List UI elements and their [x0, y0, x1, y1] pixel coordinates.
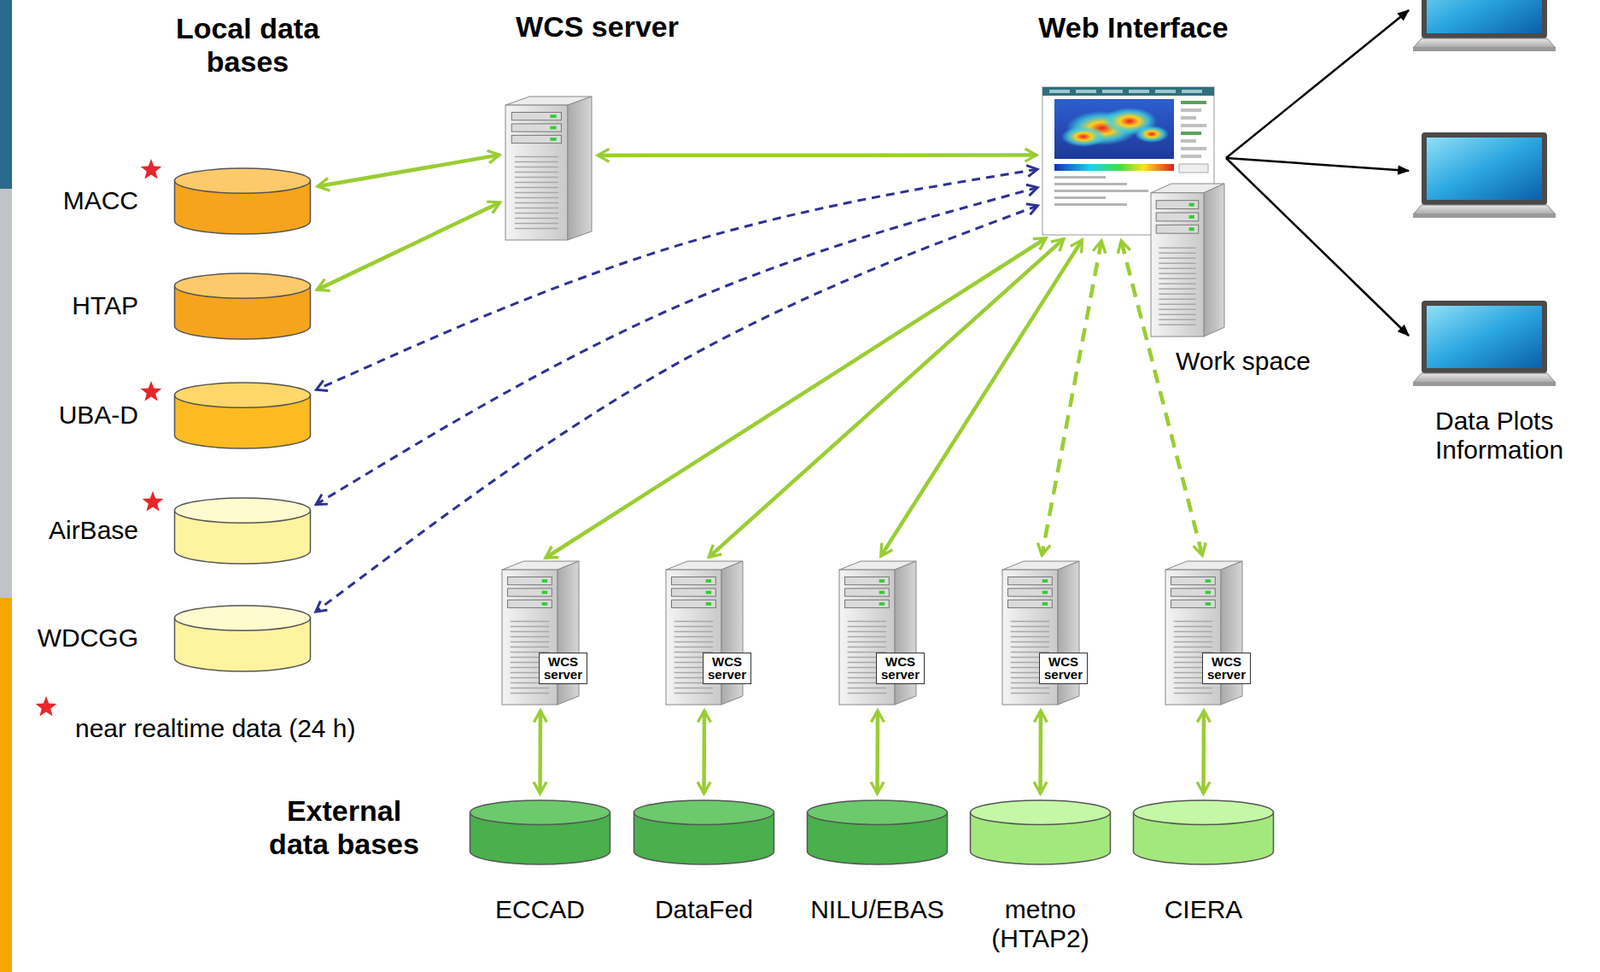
server-badge: WCS server [702, 652, 752, 685]
cyl-outline [468, 799, 612, 865]
side-bar [0, 597, 12, 972]
database-cylinder: CIERA [1132, 799, 1275, 865]
wcs-link [545, 238, 1046, 558]
wcs-link [537, 710, 543, 794]
node-label: AirBase [46, 515, 141, 545]
cyl-outline [173, 381, 312, 449]
dashed-link [315, 169, 1038, 390]
wcs-link [875, 710, 880, 794]
output-arrow [1226, 157, 1409, 336]
server-badge: WCS server [1039, 652, 1088, 685]
wcs-link [1041, 240, 1102, 555]
server-badge: WCS server [538, 652, 588, 685]
wcs-link [1038, 710, 1043, 794]
database-cylinder: ECCAD [468, 799, 612, 865]
realtime-star [140, 380, 163, 402]
wcs-link [316, 202, 500, 290]
laptop-icon [1413, 300, 1556, 386]
dashed-link [315, 205, 1039, 612]
column-heading: External data bases [255, 794, 434, 861]
laptop-icon [1413, 0, 1556, 52]
cyl-outline [1132, 799, 1275, 865]
side-bar [0, 0, 12, 189]
node-label: Work space [1173, 346, 1313, 376]
wcs-link [597, 152, 1037, 158]
output-arrow [1226, 10, 1409, 158]
side-bar [0, 188, 12, 598]
legend-text: near realtime data (24 h) [73, 713, 358, 743]
cyl-outline [632, 799, 776, 865]
wcs-link [701, 710, 707, 794]
wcs-server-icon: WCS server [505, 96, 592, 240]
section-heading: Web Interface [1036, 11, 1230, 45]
wcs-link [1201, 710, 1206, 794]
node-label: WDCGG [35, 623, 141, 653]
database-cylinder: HTAP [173, 272, 312, 339]
database-cylinder: MACC [173, 167, 312, 234]
output-note: Data Plots Information [1433, 406, 1565, 465]
server-outline [1150, 183, 1225, 337]
dashed-link [315, 187, 1038, 505]
node-label: CIERA [1162, 894, 1245, 924]
database-cylinder: UBA-D [173, 381, 312, 449]
realtime-star [140, 158, 163, 180]
node-label: NILU/EBAS [808, 894, 946, 924]
node-label: UBA-D [57, 400, 141, 430]
cyl-outline [805, 799, 949, 865]
wcs-server-icon: WCS server [839, 560, 917, 705]
cyl-outline [969, 799, 1112, 865]
cyl-outline [173, 496, 312, 564]
section-heading: WCS server [513, 10, 681, 44]
database-cylinder: DataFed [632, 799, 776, 865]
realtime-star [35, 695, 58, 717]
node-label: metno (HTAP2) [979, 894, 1103, 953]
cyl-outline [173, 272, 312, 339]
wcs-server-icon: WCS server [502, 560, 579, 705]
node-label: MACC [61, 186, 141, 216]
column-heading: Local data bases [158, 11, 338, 79]
node-label: ECCAD [493, 894, 587, 924]
workspace-server-icon: Work space [1150, 183, 1225, 337]
database-cylinder: AirBase [173, 496, 312, 564]
server-badge: WCS server [875, 652, 925, 685]
database-cylinder: metno (HTAP2) [969, 799, 1112, 865]
laptop-icon [1413, 132, 1556, 218]
wcs-server-icon: WCS server [665, 560, 743, 705]
wcs-link [317, 154, 500, 187]
server-badge: WCS server [1202, 652, 1251, 685]
node-label: DataFed [653, 894, 755, 924]
wcs-server-icon: WCS server [1002, 560, 1080, 705]
realtime-star [142, 490, 164, 512]
cyl-outline [173, 167, 312, 234]
wcs-server-icon: WCS server [1165, 560, 1243, 705]
database-cylinder: WDCGG [173, 604, 312, 672]
server-outline [505, 96, 592, 240]
node-label: HTAP [70, 291, 141, 321]
database-cylinder: NILU/EBAS [805, 799, 949, 865]
cyl-outline [173, 604, 312, 672]
wcs-link [708, 239, 1064, 558]
output-arrow [1226, 157, 1409, 171]
